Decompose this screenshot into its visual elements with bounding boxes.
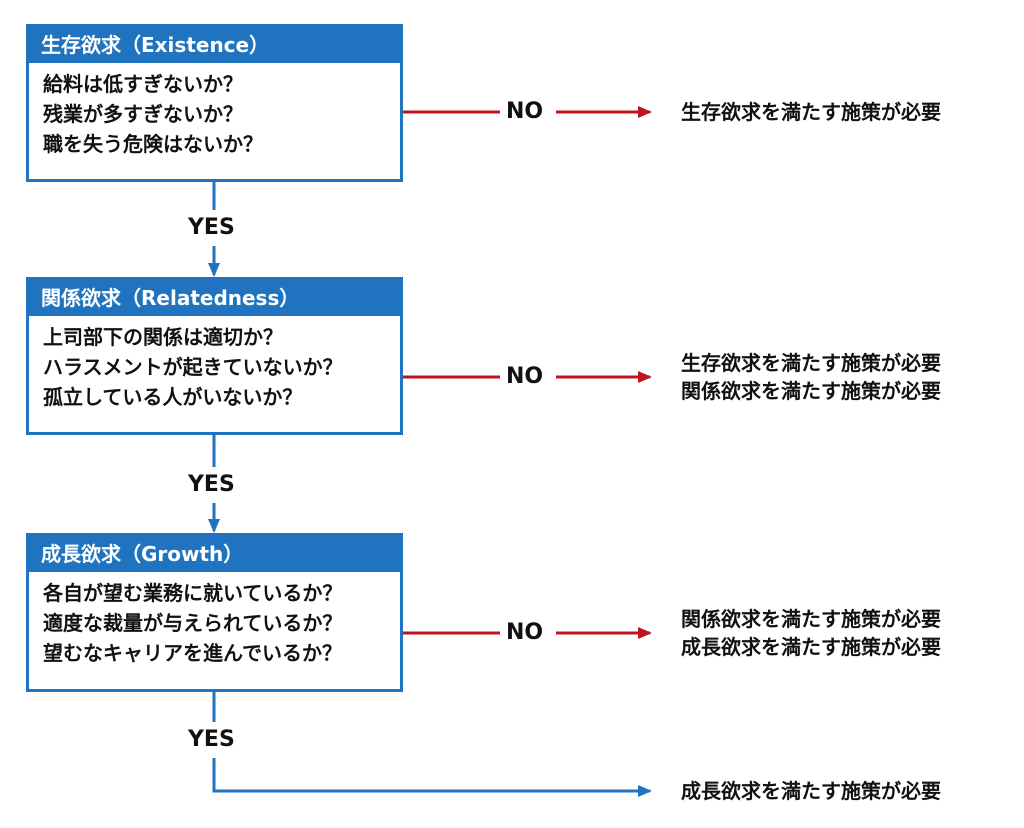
result-item: 生存欲求を満たす施策が必要 [681, 100, 941, 124]
yes-label-growth: YES [188, 727, 235, 752]
result-final: 成長欲求を満たす施策が必要 [681, 777, 941, 805]
question-item: 職を失う危険はないか？ [43, 132, 263, 156]
result-growth: 関係欲求を満たす施策が必要 成長欲求を満たす施策が必要 [681, 605, 941, 661]
question-list-relatedness: 上司部下の関係は適切か？ ハラスメントが起きていないか？ 孤立している人がいない… [29, 316, 400, 412]
question-item: 孤立している人がいないか？ [43, 385, 303, 409]
question-item: ハラスメントが起きていないか？ [43, 355, 343, 379]
result-item: 関係欲求を満たす施策が必要 [681, 379, 941, 403]
stage-box-growth: 成長欲求（Growth） 各自が望む業務に就いているか？ 適度な裁量が与えられて… [26, 533, 403, 692]
stage-title-existence: 生存欲求（Existence） [29, 27, 400, 63]
stage-box-existence: 生存欲求（Existence） 給料は低すぎないか？ 残業が多すぎないか？ 職を… [26, 24, 403, 182]
question-item: 適度な裁量が与えられているか？ [43, 611, 343, 635]
no-label-relatedness: NO [506, 364, 544, 389]
question-item: 上司部下の関係は適切か？ [43, 325, 283, 349]
result-item: 成長欲求を満たす施策が必要 [681, 635, 941, 659]
question-list-existence: 給料は低すぎないか？ 残業が多すぎないか？ 職を失う危険はないか？ [29, 63, 400, 159]
question-item: 望むなキャリアを進んでいるか？ [43, 641, 342, 665]
result-item: 関係欲求を満たす施策が必要 [681, 607, 941, 631]
stage-box-relatedness: 関係欲求（Relatedness） 上司部下の関係は適切か？ ハラスメントが起き… [26, 277, 403, 435]
question-item: 各自が望む業務に就いているか？ [43, 581, 343, 605]
result-item: 生存欲求を満たす施策が必要 [681, 351, 941, 375]
result-existence: 生存欲求を満たす施策が必要 [681, 98, 941, 126]
yes-label-relatedness: YES [188, 472, 235, 497]
stage-title-relatedness: 関係欲求（Relatedness） [29, 280, 400, 316]
stage-title-growth: 成長欲求（Growth） [29, 536, 400, 572]
result-relatedness: 生存欲求を満たす施策が必要 関係欲求を満たす施策が必要 [681, 349, 941, 405]
no-label-existence: NO [506, 99, 544, 124]
question-item: 残業が多すぎないか？ [43, 102, 243, 126]
question-list-growth: 各自が望む業務に就いているか？ 適度な裁量が与えられているか？ 望むなキャリアを… [29, 572, 400, 668]
yes-label-existence: YES [188, 215, 235, 240]
no-label-growth: NO [506, 620, 544, 645]
result-item: 成長欲求を満たす施策が必要 [681, 779, 941, 803]
question-item: 給料は低すぎないか？ [43, 72, 243, 96]
yes-arrow-growth [212, 692, 652, 797]
